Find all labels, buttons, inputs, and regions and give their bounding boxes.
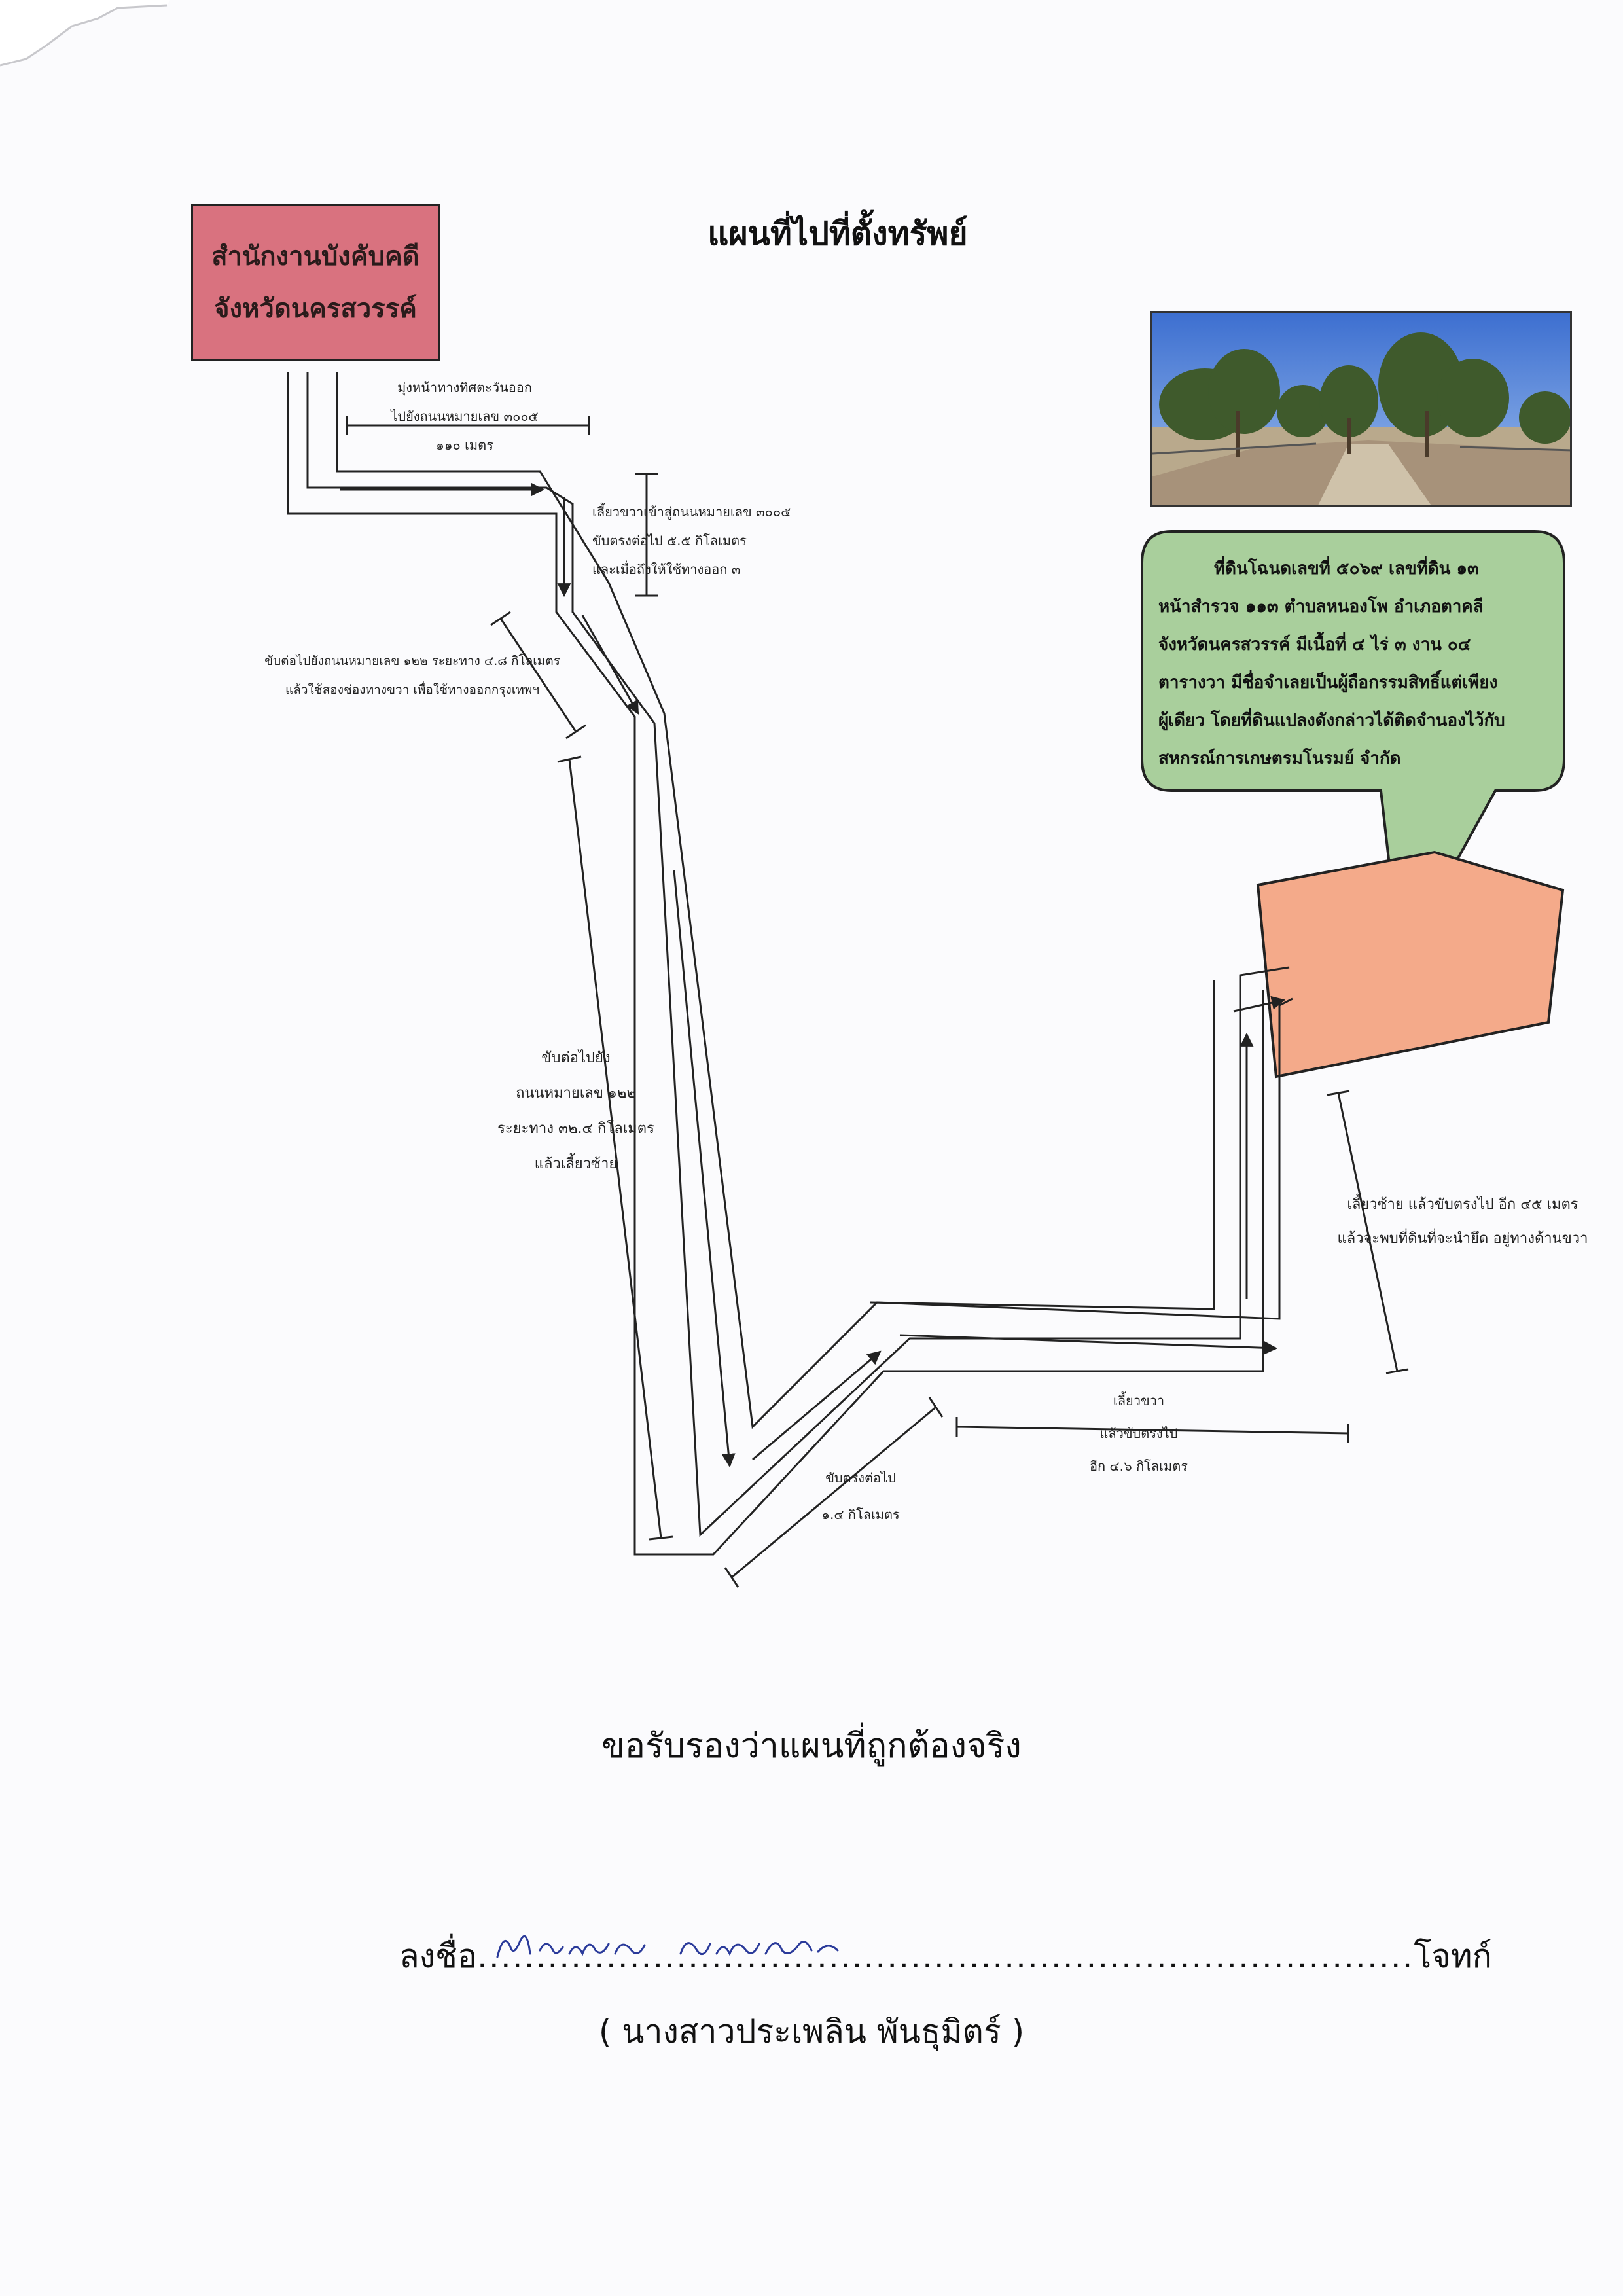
signature-dots: ........................................… [477,1937,1414,1975]
land-plot [1256,850,1565,1079]
direction-step-7-line-1: เลี้ยวซ้าย แล้วขับตรงไป อีก ๔๕ เมตร [1347,1196,1578,1213]
direction-step-4: ขับต่อไปยัง ถนนหมายเลข ๑๒๒ ระยะทาง ๓๒.๔ … [481,1041,671,1182]
direction-step-4-line-4: แล้วเลี้ยวซ้าย [534,1156,618,1172]
map-title: แผนที่ไปที่ตั้งทรัพย์ [707,215,968,253]
property-line-5: ผู้เดียว โดยที่ดินแปลงดังกล่าวได้ติดจำนอ… [1158,711,1505,730]
property-line-2: หน้าสำรวจ ๑๑๓ ตำบลหนองโพ อำเภอตาคลี [1158,597,1484,617]
office-line-1: สำนักงานบังคับคดี [211,242,419,272]
certification-statement: ขอรับรองว่าแผนที่ถูกต้องจริง [601,1727,1022,1766]
direction-step-7: เลี้ยวซ้าย แล้วขับตรงไป อีก ๔๕ เมตร แล้ว… [1319,1188,1607,1256]
direction-step-6: เลี้ยวขวา แล้วขับตรงไป อีก ๔.๖ กิโลเมตร [1067,1384,1211,1482]
property-photo [1150,311,1572,507]
direction-step-1-line-1: มุ่งหน้าทางทิศตะวันออก [397,380,532,395]
direction-step-6-line-2: แล้วขับตรงไป [1099,1426,1178,1441]
property-photo-scene [1152,313,1570,505]
direction-step-4-line-2: ถนนหมายเลข ๑๒๒ [516,1085,636,1102]
direction-step-3: ขับต่อไปยังถนนหมายเลข ๑๒๒ ระยะทาง ๔.๘ กิ… [249,647,576,704]
road-lines [287,372,1293,1556]
direction-step-4-line-3: ระยะทาง ๓๒.๔ กิโลเมตร [497,1121,654,1137]
direction-step-2-line-2: ขับตรงต่อไป ๕.๕ กิโลเมตร [592,533,747,548]
direction-step-1-line-2: ไปยังถนนหมายเลข ๓๐๐๕ [391,408,539,424]
direction-step-1: มุ่งหน้าทางทิศตะวันออก ไปยังถนนหมายเลข ๓… [366,373,563,459]
property-line-1: ที่ดินโฉนดเลขที่ ๕๐๖๙ เลขที่ดิน ๑๓ [1214,559,1479,579]
direction-step-5-line-2: ๑.๔ กิโลเมตร [821,1507,900,1522]
torn-corner [0,0,170,67]
direction-step-2-line-3: และเมื่อถึงให้ใช้ทางออก ๓ [592,562,741,577]
direction-step-7-line-2: แล้วจะพบที่ดินที่จะนำยึด อยู่ทางด้านขวา [1337,1230,1588,1247]
direction-step-6-line-1: เลี้ยวขวา [1113,1393,1165,1408]
signature-role: โจทก์ [1414,1937,1492,1975]
direction-step-3-line-1: ขับต่อไปยังถนนหมายเลข ๑๒๒ ระยะทาง ๔.๘ กิ… [264,654,560,668]
direction-step-1-line-3: ๑๑๐ เมตร [436,437,493,453]
route-arrows [340,482,1286,1468]
property-description: ที่ดินโฉนดเลขที่ ๕๐๖๙ เลขที่ดิน ๑๓ หน้าส… [1158,550,1558,778]
direction-step-5: ขับตรงต่อไป ๑.๔ กิโลเมตร [795,1460,926,1533]
signature-line: ลงชื่อ..................................… [399,1931,1492,1982]
property-line-3: จังหวัดนครสวรรค์ มีเนื้อที่ ๔ ไร่ ๓ งาน … [1158,635,1471,655]
direction-step-2: เลี้ยวขวาเข้าสู่ถนนหมายเลข ๓๐๐๕ ขับตรงต่… [592,497,791,584]
direction-step-4-line-1: ขับต่อไปยัง [541,1050,611,1066]
handwritten-signature [496,1935,839,1958]
direction-step-6-line-3: อีก ๔.๖ กิโลเมตร [1090,1458,1188,1474]
property-line-6: สหกรณ์การเกษตรมโนรมย์ จำกัด [1158,749,1401,768]
office-line-2: จังหวัดนครสวรรค์ [214,294,417,324]
court-office-box: สำนักงานบังคับคดี จังหวัดนครสวรรค์ [191,204,440,361]
direction-step-2-line-1: เลี้ยวขวาเข้าสู่ถนนหมายเลข ๓๐๐๕ [592,504,791,520]
printed-name: ( นางสาวประเพลิน พันธุมิตร์ ) [598,2013,1025,2051]
signature-label: ลงชื่อ [399,1937,478,1975]
direction-step-5-line-1: ขับตรงต่อไป [825,1470,896,1486]
direction-step-3-line-2: แล้วใช้สองช่องทางขวา เพื่อใช้ทางออกกรุงเ… [285,683,540,697]
distance-markers [346,416,1409,1588]
property-line-4: ตารางวา มีชื่อจำเลยเป็นผู้ถือกรรมสิทธิ์แ… [1158,673,1498,692]
